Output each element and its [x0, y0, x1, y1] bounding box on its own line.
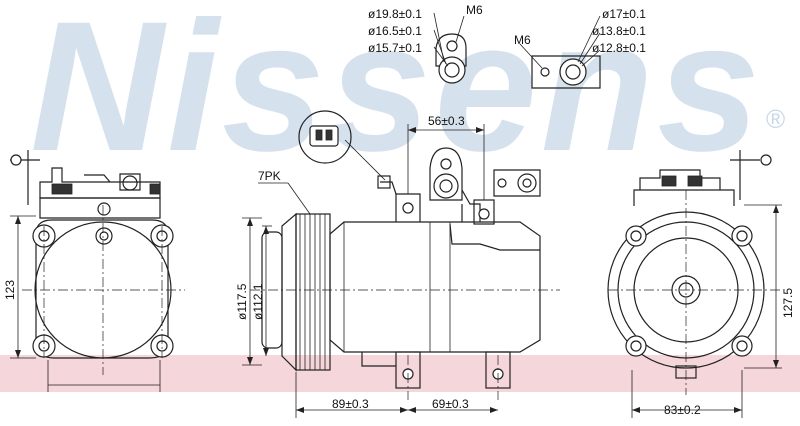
port-detail-left: [433, 12, 467, 84]
port-detail-right: [519, 15, 601, 89]
brand-watermark: Nissens: [30, 0, 760, 190]
front-view: [10, 150, 185, 392]
dia-12-8-label: ø12.8±0.1: [592, 41, 646, 55]
registered-mark: ®: [766, 104, 785, 134]
pulley-inner-label: ø112.1: [251, 283, 265, 320]
pulley-outer-label: ø117.5: [235, 283, 249, 320]
length-a-label: 89±0.3: [332, 397, 369, 411]
height-left-label: 123: [3, 280, 17, 300]
height-right-label: 127.5: [781, 288, 795, 318]
dia-13-8-label: ø13.8±0.1: [592, 24, 646, 38]
dia-16-5-label: ø16.5±0.1: [368, 24, 422, 38]
dia-15-7-label: ø15.7±0.1: [368, 41, 422, 55]
belt-label: 7PK: [258, 169, 281, 183]
mount-width-label: 83±0.2: [664, 403, 701, 417]
length-b-label: 69±0.3: [432, 397, 469, 411]
pink-band: [0, 355, 800, 392]
m6-top-label: M6: [466, 3, 483, 17]
rear-view: [607, 150, 782, 418]
port-spacing-label: 56±0.3: [428, 114, 465, 128]
side-view: [242, 110, 560, 418]
m6-side-label: M6: [514, 33, 531, 47]
dia-19-8-label: ø19.8±0.1: [368, 7, 422, 21]
dia-17-label: ø17±0.1: [602, 7, 646, 21]
